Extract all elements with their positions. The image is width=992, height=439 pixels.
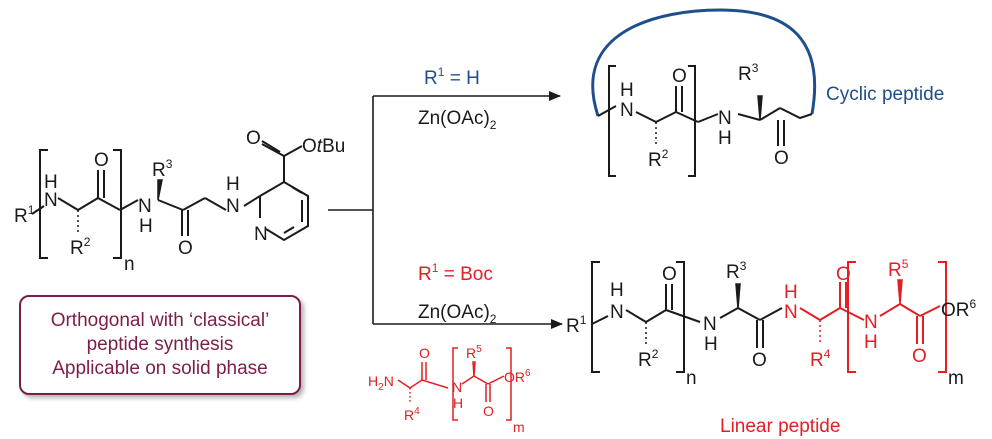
branch-arrows bbox=[328, 91, 563, 329]
bottom-condition-reagent: Zn(OAc)2 bbox=[418, 302, 497, 326]
lin-h2: H bbox=[704, 334, 718, 355]
linear-labels: R1 H N O R2 n N H R3 O H N R4 O N H R5 O… bbox=[566, 257, 977, 437]
lin-h3: H bbox=[784, 282, 798, 303]
lin-n4: N bbox=[864, 312, 878, 333]
cyclic-labels: H N O R2 N H R3 O Cyclic peptide bbox=[620, 61, 944, 171]
sm-n1: N bbox=[44, 190, 58, 211]
lin-n2: N bbox=[703, 314, 717, 335]
sm-n2: N bbox=[138, 196, 152, 217]
note-line-1: Orthogonal with ‘classical’ bbox=[50, 310, 270, 331]
cyc-r2: R2 bbox=[648, 147, 669, 171]
top-condition: R1 = H Zn(OAc)2 bbox=[418, 65, 497, 132]
sm-stereo bbox=[77, 179, 163, 232]
lin-o1: O bbox=[662, 264, 677, 285]
lin-r2: R2 bbox=[638, 347, 659, 371]
cyc-o2: O bbox=[774, 148, 789, 169]
linear-stereo bbox=[645, 279, 903, 344]
macrocycle-arc bbox=[591, 8, 817, 117]
lin-r5: R5 bbox=[888, 257, 909, 281]
lin-r1: R1 bbox=[566, 313, 587, 337]
lin-r3: R3 bbox=[726, 259, 747, 283]
lin-o3: O bbox=[836, 264, 851, 285]
bottom-condition: R1 = Boc Zn(OAc)2 bbox=[418, 261, 497, 326]
note-line-2: peptide synthesis bbox=[86, 334, 234, 355]
amine-reagent bbox=[397, 347, 512, 421]
lin-n-index: n bbox=[686, 368, 697, 389]
lin-h4: H bbox=[864, 332, 878, 353]
sm-pyridine-n: N bbox=[254, 224, 268, 245]
cyc-o1: O bbox=[672, 66, 687, 87]
top-condition-r1: R1 = H bbox=[424, 65, 480, 89]
top-condition-reagent: Zn(OAc)2 bbox=[418, 108, 497, 132]
sm-r3: R3 bbox=[152, 157, 173, 181]
bottom-condition-r1: R1 = Boc bbox=[418, 261, 493, 285]
sm-h2: H bbox=[139, 216, 153, 237]
cyclic-peptide bbox=[591, 8, 817, 177]
cyc-n1: N bbox=[620, 100, 634, 121]
sm-h3: H bbox=[226, 174, 240, 195]
starting-material-labels: R1 H N O R2 n N H R3 O H N N O OtBu bbox=[14, 128, 345, 275]
sm-r1: R1 bbox=[14, 203, 35, 227]
sm-n3: N bbox=[226, 196, 240, 217]
sm-ester-o: O bbox=[246, 128, 261, 149]
amine-reagent-labels: H2N O R4 N H R5 O OR6 m bbox=[368, 344, 531, 435]
lin-m-index: m bbox=[948, 368, 964, 389]
orthogonality-note-box: Orthogonal with ‘classical’ peptide synt… bbox=[19, 295, 301, 395]
sm-ester-otbu: OtBu bbox=[302, 136, 345, 157]
note-line-3: Applicable on solid phase bbox=[52, 358, 268, 379]
reagent-h: H bbox=[453, 395, 463, 411]
cyclic-peptide-label: Cyclic peptide bbox=[826, 84, 944, 105]
sm-n-index: n bbox=[124, 254, 135, 275]
reagent-o2: O bbox=[483, 403, 494, 419]
linear-peptide-label: Linear peptide bbox=[720, 416, 840, 437]
sm-o1: O bbox=[94, 150, 109, 171]
starting-material bbox=[31, 140, 309, 259]
lin-h1: H bbox=[610, 280, 624, 301]
lin-n1: N bbox=[610, 302, 624, 323]
lin-o2: O bbox=[752, 350, 767, 371]
lin-or6: OR6 bbox=[941, 297, 977, 321]
reagent-r5: R5 bbox=[466, 344, 482, 361]
cyc-h2: H bbox=[718, 128, 732, 149]
lin-n3: N bbox=[784, 302, 798, 323]
lin-o4: O bbox=[912, 346, 927, 367]
reagent-h2n: H2N bbox=[368, 373, 394, 393]
cyc-n2: N bbox=[718, 108, 732, 129]
reagent-n: N bbox=[452, 379, 462, 395]
reagent-or6: OR6 bbox=[504, 368, 531, 385]
cyclic-stereo bbox=[655, 95, 763, 144]
reagent-o1: O bbox=[419, 345, 430, 361]
sm-nh-top: H bbox=[44, 172, 58, 193]
reagent-r4: R4 bbox=[404, 406, 420, 423]
cyc-r3: R3 bbox=[738, 61, 759, 85]
lin-r4: R4 bbox=[810, 347, 831, 371]
reagent-m-index: m bbox=[513, 419, 525, 435]
linear-peptide bbox=[591, 261, 947, 373]
cyc-h1: H bbox=[620, 80, 634, 101]
sm-o2: O bbox=[178, 238, 193, 259]
sm-r2: R2 bbox=[70, 235, 91, 259]
